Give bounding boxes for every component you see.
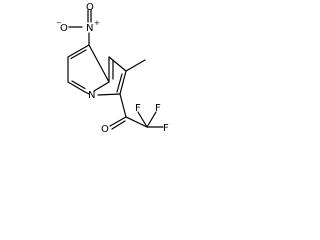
atom-nitro-o-charge: −: [56, 19, 62, 27]
atom-nitro-n-charge: +: [94, 19, 100, 27]
bond-cf3-f-top-left: [137, 111, 148, 128]
bond-c2-c3: [119, 70, 127, 95]
bond-c8-c7-inner: [70, 49, 87, 60]
atom-ring-n: N: [88, 90, 95, 101]
bond-c8-c7: [67, 44, 90, 58]
bond-c6-c5: [67, 81, 86, 93]
bond-carbonyl-c-o-double: [111, 120, 126, 130]
atom-fluorine-right: F: [163, 123, 169, 134]
chemical-structure-diagram: O N + O − N O F F F: [56, 2, 169, 135]
atom-nitro-o-top: O: [86, 2, 94, 13]
bond-c2-c3-inner: [116, 73, 123, 93]
bond-c2-methyl: [125, 59, 146, 72]
bond-c3-ring-n: [97, 93, 121, 96]
bond-c6-c5-inner: [71, 80, 86, 90]
bond-c8a-c8: [88, 44, 110, 83]
bond-carbonyl-c-o: [109, 116, 127, 127]
atom-fluorine-top-right: F: [155, 103, 161, 114]
atom-fluorine-top-left: F: [135, 103, 141, 114]
bond-cf3-f-top-right: [146, 111, 157, 128]
bond-carbonyl-c-cf3: [125, 116, 148, 128]
bond-c5-ring-n: [84, 91, 90, 95]
bond-c1-c2: [108, 56, 127, 72]
atom-nitro-o-left: O: [60, 23, 68, 34]
bond-ring-n-c8a: [93, 81, 110, 92]
bond-c3-carbonyl-c: [119, 93, 127, 118]
atom-carbonyl-o: O: [101, 124, 109, 135]
atom-nitro-n: N: [86, 23, 93, 34]
